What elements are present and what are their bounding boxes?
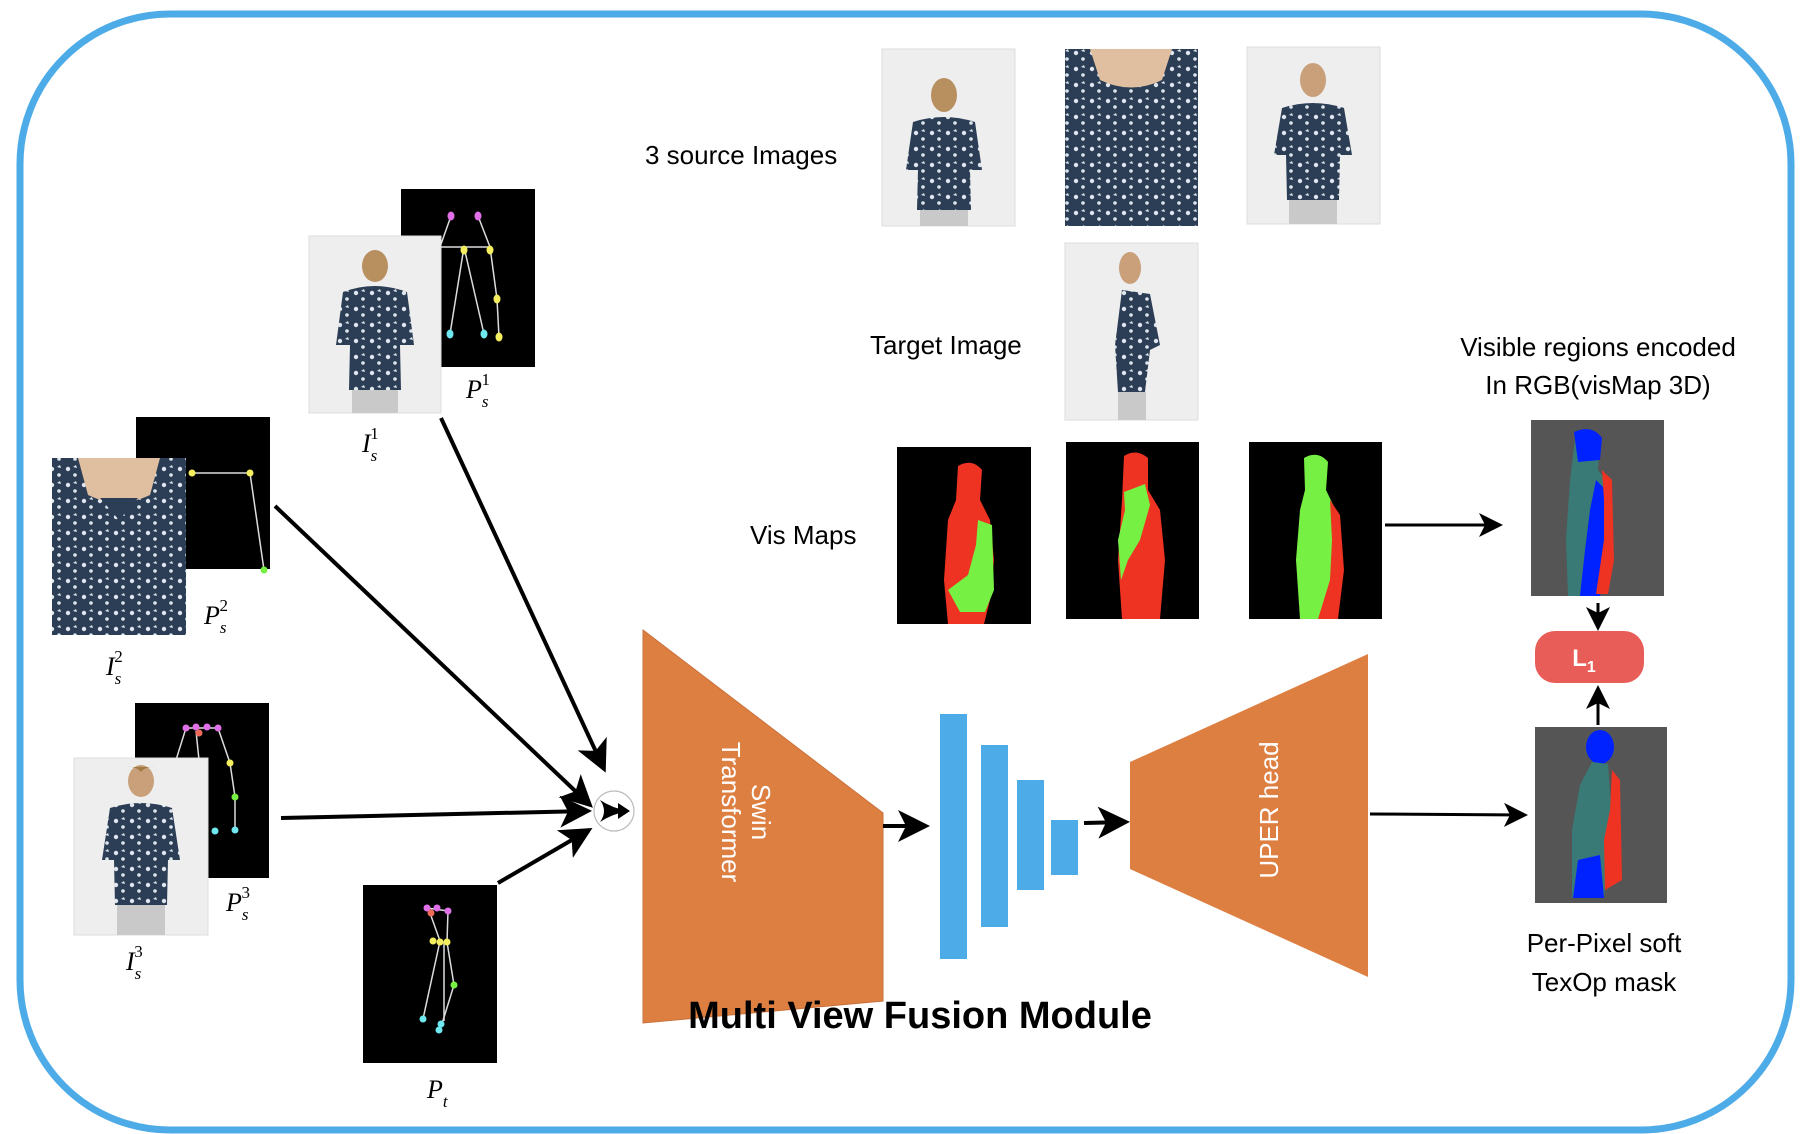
input-arrows (273, 417, 607, 885)
texop-mask-output (1535, 727, 1667, 903)
label-pose-3: Ps3 (225, 883, 250, 924)
source-image-1-back-view (308, 235, 442, 414)
pose-skeleton-2 (192, 472, 265, 571)
feature-pyramid (940, 714, 1078, 959)
arrow-features-to-decoder (1083, 806, 1130, 839)
svg-text:Transformer: Transformer (716, 742, 746, 883)
source-image-closeup-top (1065, 49, 1198, 226)
source-input-3: Ps3 Is3 (73, 703, 269, 983)
arrow-target-pose (496, 827, 593, 885)
feature-level-1 (940, 714, 967, 959)
arrow-source-3 (280, 795, 592, 828)
svg-text:L1: L1 (1572, 645, 1596, 676)
pose-keypoints-1 (446, 211, 503, 342)
label-visible-regions-2: In RGB(visMap 3D) (1485, 370, 1710, 400)
vis-map-3 (1249, 442, 1382, 619)
feature-level-3 (1017, 780, 1044, 890)
label-texop-1: Per-Pixel soft (1527, 928, 1682, 958)
uper-head-decoder: UPER head (1130, 654, 1368, 977)
module-title: Multi View Fusion Module (688, 995, 1152, 1037)
label-pose-2: Ps2 (203, 596, 228, 637)
pose-skeleton-1 (439, 215, 500, 338)
target-image-side-view (1064, 242, 1199, 421)
pose-skeleton-3 (175, 727, 236, 830)
svg-text:Swin: Swin (746, 784, 776, 840)
source-image-front-top (1246, 46, 1381, 225)
arrow-source-2 (273, 504, 593, 808)
arrow-decoder-to-mask (1369, 802, 1528, 827)
label-target-image: Target Image (870, 330, 1022, 360)
feature-level-2 (981, 745, 1008, 927)
label-image-2: Is2 (105, 647, 123, 688)
rgb-vismap-3d (1531, 420, 1664, 596)
label-pose-1: Ps1 (465, 370, 490, 411)
label-visible-regions-1: Visible regions encoded (1460, 332, 1736, 362)
label-target-pose: Pt (426, 1075, 449, 1111)
source-image-2-closeup (52, 458, 186, 635)
svg-text:UPER head: UPER head (1254, 741, 1284, 878)
source-input-2: Ps2 Is2 (52, 417, 270, 688)
vis-map-2 (1066, 442, 1199, 619)
label-source-images: 3 source Images (645, 140, 837, 170)
vis-map-1 (897, 447, 1031, 624)
label-vis-maps: Vis Maps (750, 520, 856, 550)
source-input-1: Ps1 Is1 (308, 189, 535, 465)
feature-level-4 (1051, 820, 1078, 875)
source-image-3-front-view (73, 757, 209, 936)
outer-frame (16, 10, 1795, 1134)
label-image-1: Is1 (361, 424, 379, 465)
fusion-merge-icon (593, 790, 635, 832)
arrow-source-1 (439, 417, 607, 773)
label-texop-2: TexOp mask (1532, 967, 1677, 997)
l1-loss-box: L1 (1535, 631, 1644, 683)
label-image-3: Is3 (125, 942, 143, 983)
swin-transformer-encoder: Swin Transformer (642, 628, 884, 1024)
target-pose-input: Pt (363, 885, 497, 1111)
source-image-back-top (881, 48, 1016, 227)
